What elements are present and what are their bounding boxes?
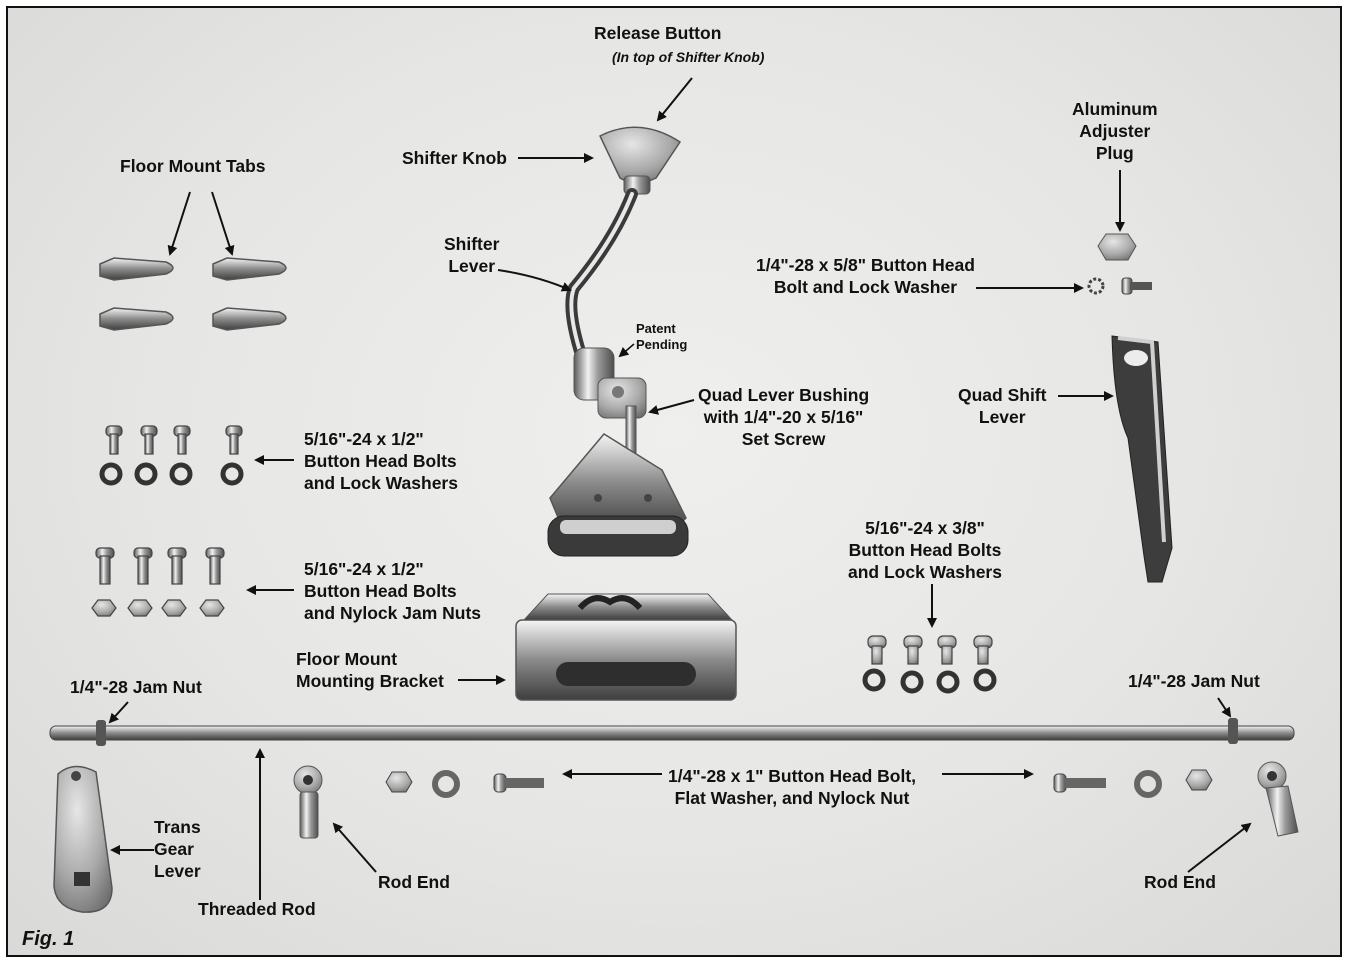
label-trans-gear-lever: Trans Gear Lever (154, 817, 201, 881)
threaded-rod (49, 718, 1295, 746)
label-jam-nut-left: 1/4"-28 Jam Nut (70, 677, 202, 697)
floor-mount-tabs (99, 257, 287, 331)
label-bolts-lock-washers-3-8: 5/16"-24 x 3/8" Button Head Bolts and Lo… (848, 518, 1002, 582)
quad-shift-lever (1111, 335, 1173, 583)
label-release-button-note: (In top of Shifter Knob) (612, 49, 765, 65)
parts-illustration (49, 77, 1299, 913)
shifter-assembly (547, 126, 689, 557)
rod-end-right (1257, 761, 1299, 837)
bolts-lock-washers-group (105, 425, 243, 455)
callout-arrows (108, 77, 1252, 900)
bolts-lock-washers-3-8-group (867, 635, 993, 665)
label-floor-mount-tabs: Floor Mount Tabs (120, 156, 266, 176)
hardware-row-left (385, 770, 544, 798)
hardware-row-right (1053, 769, 1213, 798)
label-shifter-knob: Shifter Knob (402, 148, 507, 168)
bolts-jam-nuts-group (95, 547, 225, 585)
floor-mount-bracket (515, 593, 737, 701)
label-rod-end-right: Rod End (1144, 872, 1216, 892)
rod-end-left (293, 765, 323, 839)
label-patent-pending: Patent Pending (636, 321, 688, 352)
label-bolts-lock-washers-1-2: 5/16"-24 x 1/2" Button Head Bolts and Lo… (304, 429, 458, 493)
label-bolt-washer-nut-1in: 1/4"-28 x 1" Button Head Bolt, Flat Wash… (668, 766, 917, 808)
label-quad-lever-bushing: Quad Lever Bushing with 1/4"-20 x 5/16" … (698, 385, 870, 449)
trans-gear-lever (53, 765, 113, 913)
figure-frame: Release Button (In top of Shifter Knob) … (6, 6, 1342, 957)
figure-label: Fig. 1 (22, 928, 75, 950)
label-threaded-rod: Threaded Rod (198, 899, 316, 919)
label-shifter-lever: Shifter Lever (444, 234, 500, 276)
aluminum-adjuster-plug (1097, 233, 1137, 261)
label-rod-end-left: Rod End (378, 872, 450, 892)
label-aluminum-adjuster-plug: Aluminum Adjuster Plug (1072, 99, 1158, 163)
label-floor-mount-bracket: Floor Mount Mounting Bracket (296, 649, 444, 691)
label-quad-shift-lever: Quad Shift Lever (958, 385, 1047, 427)
label-jam-nut-right: 1/4"-28 Jam Nut (1128, 671, 1260, 691)
label-button-head-bolt-5-8: 1/4"-28 x 5/8" Button Head Bolt and Lock… (756, 255, 975, 297)
bolt-5-8-and-washer (1087, 277, 1152, 295)
label-bolts-jam-nuts-1-2: 5/16"-24 x 1/2" Button Head Bolts and Ny… (304, 559, 481, 623)
label-release-button: Release Button (594, 23, 722, 43)
